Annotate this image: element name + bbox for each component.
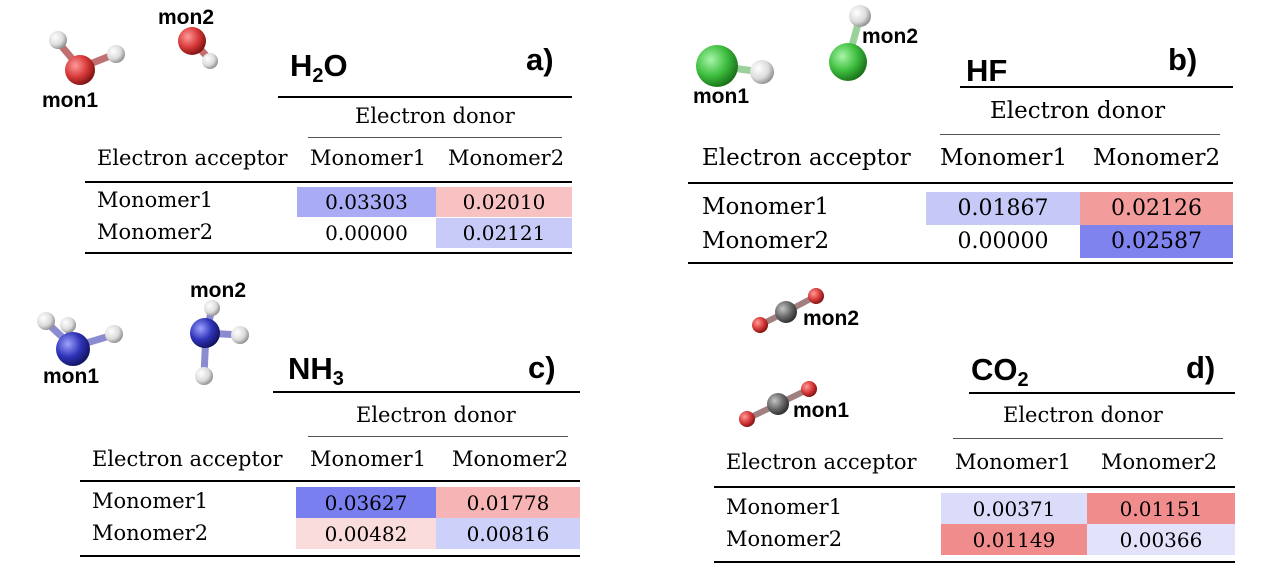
electron-donor-header: Electron donor [1003, 403, 1163, 427]
row-monomer1: Monomer1 [97, 188, 214, 212]
panel-hf: mon2 mon1 HF b) Electron donor Electron … [640, 0, 1280, 285]
mon2-label: mon2 [803, 307, 860, 330]
cell-r2-c1: 0.00000 [957, 229, 1049, 254]
panel-h2o: mon2 mon1 H2O a) Electron donor Electron… [0, 0, 640, 285]
electron-acceptor-header: Electron acceptor [702, 145, 911, 171]
panel-nh3: mon2 mon1 NH3 c) Electron donor Electron… [0, 280, 640, 569]
panel-letter: b) [1168, 42, 1198, 77]
row-monomer2: Monomer2 [97, 220, 214, 244]
donor-rule [940, 134, 1220, 135]
mon2-label: mon2 [190, 279, 247, 302]
mon1-co2-molecule [739, 381, 817, 427]
mon1-water-molecule [49, 31, 125, 85]
donor-rule [308, 137, 562, 138]
mid-rule [688, 182, 1233, 184]
mid-rule [714, 486, 1235, 488]
mid-rule [80, 480, 580, 482]
electron-acceptor-header: Electron acceptor [726, 450, 917, 474]
cell-r1-c2: 0.01778 [436, 487, 580, 518]
h2o-molecules [49, 27, 218, 85]
row-monomer2: Monomer2 [726, 527, 843, 551]
cell-r1-c1: 0.03627 [296, 487, 436, 518]
column-monomer1: Monomer1 [310, 146, 427, 170]
bottom-rule [688, 262, 1233, 264]
hf-molecules [696, 5, 871, 87]
cell-r2-c1: 0.00000 [325, 221, 408, 245]
cell-r2-c2: 0.02121 [436, 218, 572, 248]
electron-acceptor-header: Electron acceptor [92, 447, 283, 471]
column-monomer2: Monomer2 [452, 447, 569, 471]
molecule-title: NH3 [288, 351, 344, 390]
mon2-label: mon2 [158, 6, 215, 29]
bottom-rule [80, 555, 580, 557]
row-monomer1: Monomer1 [726, 495, 843, 519]
cell-r1-c1: 0.03303 [297, 187, 436, 217]
electron-donor-header: Electron donor [356, 403, 516, 427]
row-monomer1: Monomer1 [702, 194, 830, 220]
mon1-label: mon1 [42, 89, 99, 112]
mid-rule [85, 181, 572, 183]
column-monomer1: Monomer1 [955, 450, 1072, 474]
cell-r2-c2: 0.00366 [1087, 524, 1235, 555]
molecule-title: CO2 [971, 352, 1029, 391]
molecule-title: HF [966, 53, 1008, 88]
cell-r1-c2: 0.02010 [436, 187, 572, 217]
molecule-title: H2O [290, 48, 348, 87]
column-monomer2: Monomer2 [1093, 145, 1221, 171]
electron-donor-header: Electron donor [355, 104, 515, 128]
electron-acceptor-header: Electron acceptor [97, 146, 288, 170]
column-monomer1: Monomer1 [310, 447, 427, 471]
column-monomer1: Monomer1 [940, 145, 1068, 171]
mon1-label: mon1 [793, 399, 850, 422]
bottom-rule [714, 561, 1235, 563]
donor-rule [953, 438, 1223, 439]
mon1-label: mon1 [43, 365, 100, 388]
row-monomer2: Monomer2 [702, 228, 830, 254]
mon2-hf-molecule [829, 5, 871, 81]
mon2-ammonia-molecule [190, 300, 249, 385]
electron-donor-header: Electron donor [990, 98, 1166, 124]
top-rule [278, 96, 572, 98]
mon1-ammonia-molecule [37, 312, 123, 366]
co2-molecules [739, 288, 824, 427]
top-rule [960, 86, 1233, 88]
mon2-water-molecule [178, 27, 218, 69]
column-monomer2: Monomer2 [1101, 450, 1218, 474]
nh3-molecules [37, 300, 249, 385]
panel-letter: c) [528, 350, 556, 385]
cell-r1-c2: 0.01151 [1087, 493, 1235, 524]
column-monomer2: Monomer2 [448, 146, 565, 170]
row-monomer1: Monomer1 [92, 489, 209, 513]
top-rule [273, 391, 580, 393]
cell-r2-c2: 0.00816 [436, 518, 580, 549]
panel-letter: a) [526, 42, 554, 77]
mon2-co2-molecule [752, 288, 824, 333]
bottom-rule [85, 252, 572, 254]
donor-rule [308, 436, 568, 437]
row-monomer2: Monomer2 [92, 521, 209, 545]
top-rule [969, 392, 1235, 394]
cell-r1-c1: 0.01867 [926, 192, 1080, 225]
cell-r2-c2: 0.02587 [1080, 225, 1233, 258]
cell-r2-c1: 0.00482 [296, 518, 436, 549]
panel-letter: d) [1186, 350, 1216, 385]
cell-r1-c1: 0.00371 [941, 493, 1087, 524]
mon2-label: mon2 [862, 25, 919, 48]
panel-co2: mon2 mon1 CO2 d) Electron donor Electron… [640, 285, 1280, 569]
cell-r1-c2: 0.02126 [1080, 192, 1233, 225]
mon1-hf-molecule [696, 45, 774, 87]
mon1-label: mon1 [693, 85, 750, 108]
cell-r2-c1: 0.01149 [941, 524, 1087, 555]
